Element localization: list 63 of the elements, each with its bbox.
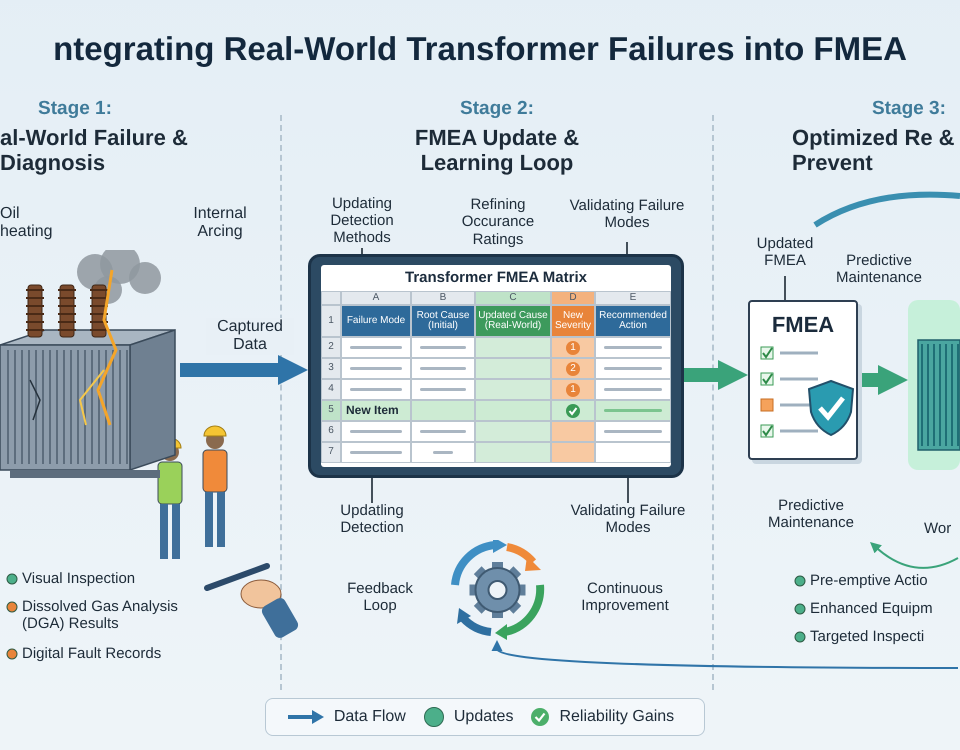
callout-text: Validating Failure Modes [566, 503, 690, 543]
annotation-text: Continuous Improvement [580, 580, 670, 614]
severity-badge: 2 [566, 362, 580, 376]
callout-text: Updatling Detection [322, 503, 422, 543]
row-number: 4 [321, 379, 341, 400]
title: ntegrating Real-World Transformer Failures into FMEA [52, 30, 908, 68]
arrow [180, 355, 308, 385]
column-letter: E [595, 291, 671, 305]
column-letter: A [341, 291, 411, 305]
row-number: 3 [321, 358, 341, 379]
annotation-text: Predictive Maintenance [835, 252, 923, 286]
arrow [490, 642, 958, 669]
column-letter: B [411, 291, 475, 305]
table-cell: New Item [341, 400, 411, 421]
annotation-text: Oil heating [0, 205, 54, 242]
callout-text: Updating Detection Methods [312, 196, 412, 248]
heading: Optimized Re & Prevent [792, 125, 956, 176]
leader-line [626, 242, 628, 254]
list-item: Enhanced Equipm [810, 600, 934, 618]
legend-text: Data Flow [334, 708, 406, 726]
leader-line [361, 248, 363, 254]
heading: FMEA Update & Learning Loop [414, 125, 580, 176]
leader-line [627, 478, 629, 503]
callout-text: Predictive Maintenance [752, 498, 870, 542]
legend-text: Updates [454, 708, 514, 726]
row-number: 2 [321, 337, 341, 358]
column-header: New Severity [551, 305, 595, 337]
document-heading: FMEA [770, 312, 836, 338]
callout-text: Validating Failure Modes [566, 198, 688, 242]
list-item: Pre-emptive Actio [810, 572, 929, 590]
heading: al-World Failure & Diagnosis [0, 125, 189, 176]
column-letter: C [475, 291, 551, 305]
column-header: Failure Mode [341, 305, 411, 337]
list-item: Digital Fault Records [22, 645, 162, 662]
legend-text: Reliability Gains [559, 708, 674, 726]
annotation-text: Refining Occurance Ratings [460, 196, 536, 248]
column-header: Recommended Action [595, 305, 671, 337]
table-title: Transformer FMEA Matrix [404, 269, 588, 286]
callout-text: Updated FMEA [745, 236, 825, 276]
heading: Stage 2: [459, 98, 535, 120]
list-item: Visual Inspection [22, 570, 136, 588]
row-number: 5 [321, 400, 341, 421]
annotation-text: Internal Arcing [192, 205, 248, 242]
row-number: 1 [321, 305, 341, 337]
list-item: Targeted Inspecti [810, 628, 926, 646]
column-header: Updated Cause (Real-World) [475, 305, 551, 337]
column-letter: D [551, 291, 595, 305]
heading: Stage 3: [872, 98, 947, 120]
severity-badge: 1 [566, 382, 580, 396]
transformer-drawing [908, 300, 960, 470]
leader-line [784, 276, 786, 300]
arrow [870, 542, 958, 569]
severity-badge: 1 [566, 340, 580, 354]
arrow [684, 360, 748, 390]
annotation-text: Feedback Loop [346, 580, 414, 614]
leader-line [371, 478, 373, 503]
row-number: 6 [321, 421, 341, 442]
heading: Stage 1: [37, 98, 113, 120]
list-item: Dissolved Gas Analysis (DGA) Results [22, 598, 179, 632]
tablet-screen [308, 254, 684, 478]
annotation-text: Wor [924, 520, 952, 538]
row-number: 7 [321, 442, 341, 463]
column-header: Root Cause (Initial) [411, 305, 475, 337]
